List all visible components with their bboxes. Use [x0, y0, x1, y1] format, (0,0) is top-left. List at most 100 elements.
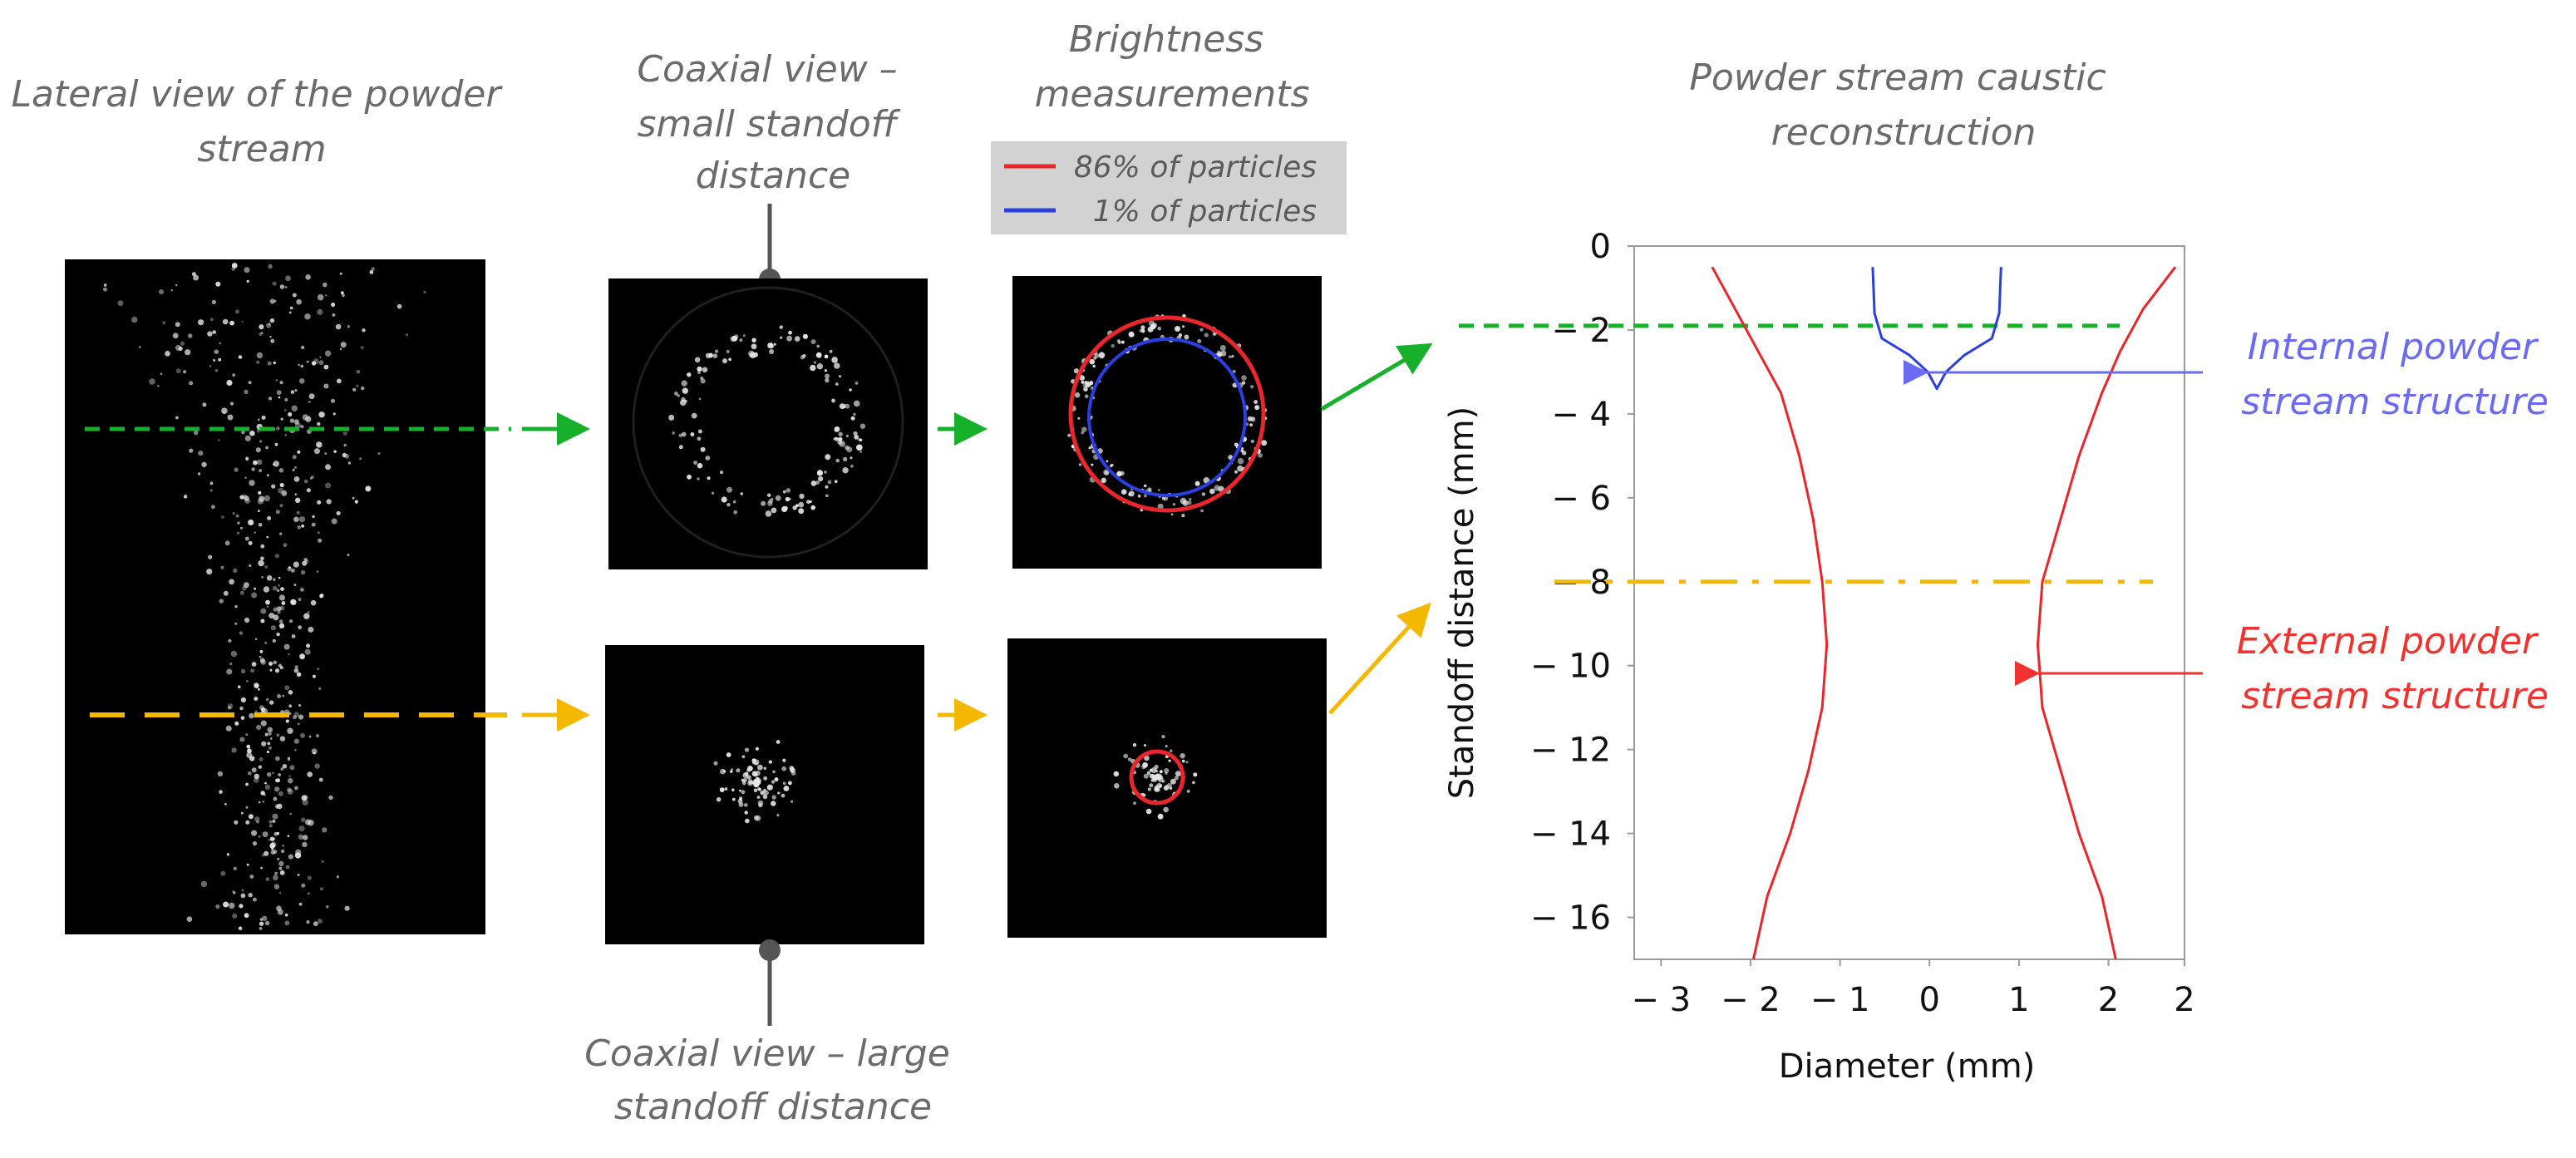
cluster-particle — [756, 779, 761, 783]
lateral-particle — [274, 442, 278, 446]
lateral-particle — [321, 860, 324, 863]
lateral-particle — [219, 342, 222, 345]
ring-particle — [1197, 338, 1202, 343]
lateral-particle — [255, 447, 261, 453]
lateral-particle — [262, 831, 268, 838]
lateral-particle — [213, 358, 216, 362]
lateral-particle — [352, 387, 357, 392]
lateral-particle — [265, 599, 270, 605]
ring-particle — [682, 387, 688, 394]
ring-particle — [827, 480, 832, 485]
cluster-particle — [766, 784, 773, 791]
lateral-particle — [342, 431, 347, 436]
lateral-particle — [234, 820, 239, 825]
cluster-particle — [731, 768, 734, 771]
cluster-particle — [739, 797, 743, 801]
x-tick-label: − 2 — [1721, 981, 1781, 1019]
lateral-particle — [231, 263, 238, 269]
lateral-particle — [339, 347, 342, 351]
lateral-particle — [308, 626, 314, 633]
lateral-particle — [283, 643, 290, 650]
ring-particle — [1137, 494, 1141, 498]
cluster-particle — [768, 760, 772, 764]
lateral-particle — [303, 479, 308, 484]
lateral-particle — [289, 765, 295, 771]
lateral-particle — [229, 663, 233, 666]
lateral-particle — [279, 381, 283, 385]
lateral-particle — [273, 796, 278, 801]
lateral-particle — [271, 484, 276, 489]
ring-particle — [691, 412, 697, 419]
cluster-particle — [741, 755, 746, 759]
lateral-particle — [294, 389, 298, 392]
lateral-particle — [159, 289, 164, 294]
lateral-particle — [254, 638, 258, 641]
lateral-particle — [278, 791, 283, 796]
ring-particle — [850, 464, 854, 468]
ring-particle — [1234, 470, 1238, 474]
ring-particle — [1120, 471, 1125, 476]
lateral-particle — [317, 308, 323, 315]
lateral-particle — [209, 481, 214, 485]
ring-particle — [697, 371, 701, 375]
lateral-particle — [284, 434, 288, 436]
lateral-particle — [230, 402, 234, 406]
lateral-particle — [298, 834, 304, 840]
lateral-particle — [298, 363, 301, 367]
cluster-particle — [739, 789, 741, 792]
cluster-particle — [1161, 735, 1165, 739]
lateral-particle — [423, 290, 426, 293]
lateral-particle — [170, 288, 174, 292]
lateral-particle — [226, 853, 229, 856]
lateral-particle — [248, 893, 253, 898]
lateral-particle — [260, 866, 263, 870]
ring-particle — [1157, 326, 1161, 331]
lateral-particle — [347, 461, 351, 465]
lateral-particle — [325, 464, 331, 471]
cluster-particle — [1149, 783, 1154, 788]
lateral-particle — [275, 379, 278, 382]
ring-particle — [810, 364, 816, 372]
lateral-particle — [103, 287, 107, 292]
lateral-particle — [245, 782, 249, 786]
lateral-particle — [244, 267, 250, 273]
lateral-particle — [225, 725, 232, 732]
lateral-particle — [314, 448, 320, 455]
ring-particle — [834, 426, 840, 432]
lateral-particle — [293, 715, 297, 720]
ring-particle — [815, 352, 822, 358]
lateral-particle — [206, 569, 213, 575]
cluster-particle — [719, 787, 725, 792]
lateral-particle — [289, 619, 293, 623]
lateral-particle — [287, 566, 293, 572]
lateral-particle — [256, 352, 264, 359]
caption-coaxial-small: Coaxial view – small standoff distance — [637, 48, 909, 197]
lateral-particle — [187, 333, 193, 338]
lateral-particle — [307, 611, 310, 613]
lateral-particle — [335, 323, 342, 330]
lateral-particle — [262, 915, 268, 922]
lateral-particle — [309, 476, 313, 480]
lateral-particle — [289, 306, 293, 310]
lateral-particle — [274, 668, 280, 673]
brightness-red-circle-large — [1129, 749, 1185, 806]
lateral-particle — [278, 487, 284, 494]
lateral-particle — [316, 570, 319, 573]
cluster-particle — [1163, 806, 1169, 813]
lateral-particle — [276, 589, 280, 593]
cluster-particle — [744, 747, 750, 752]
ring-particle — [1139, 328, 1143, 333]
lateral-particle — [272, 281, 277, 286]
lateral-particle — [258, 510, 260, 512]
lateral-particle — [284, 913, 288, 917]
lateral-particle — [318, 777, 323, 782]
cluster-particle — [1155, 769, 1159, 773]
lateral-particle — [301, 817, 306, 822]
lateral-particle — [218, 357, 222, 362]
cluster-particle — [781, 793, 786, 798]
chart-curves — [1711, 266, 2177, 960]
lateral-particle — [292, 469, 295, 471]
ring-particle — [727, 486, 732, 493]
cluster-particle — [1186, 790, 1190, 793]
